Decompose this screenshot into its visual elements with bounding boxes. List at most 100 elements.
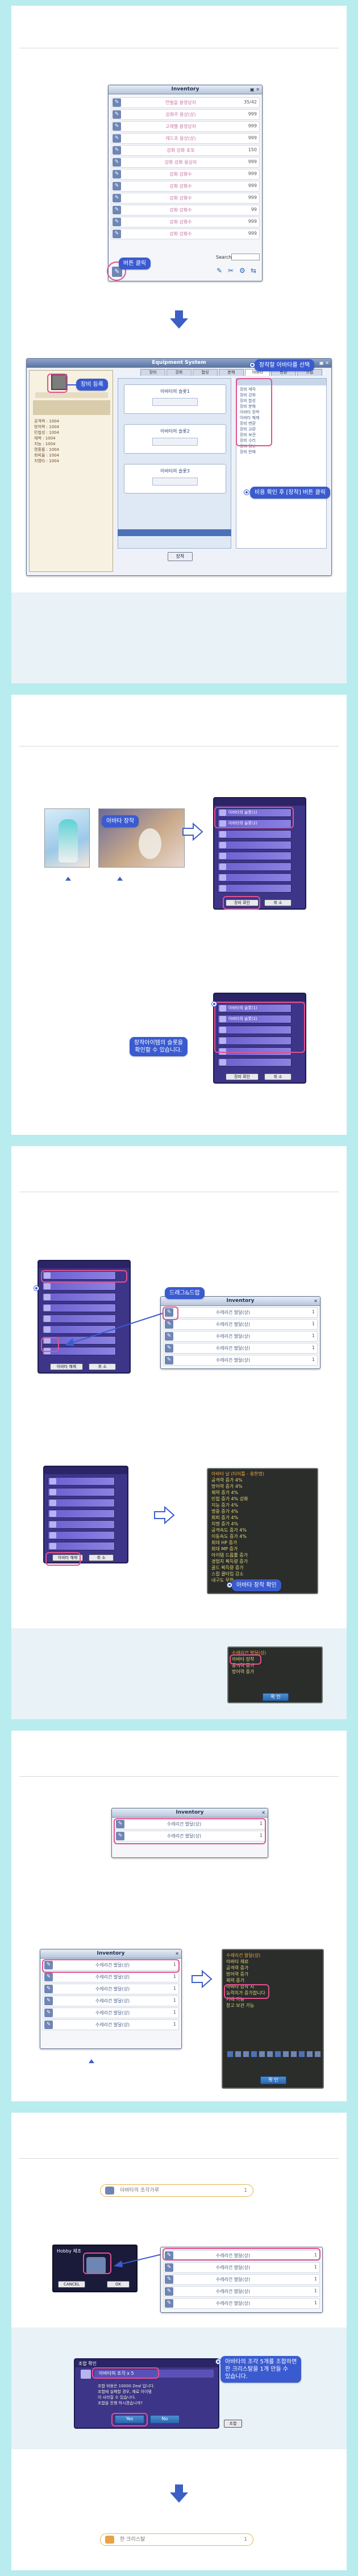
- list-entry[interactable]: 장비 보관: [240, 433, 256, 437]
- list-entry[interactable]: 아바타 해제: [240, 416, 260, 420]
- card-slot[interactable]: [218, 1026, 292, 1034]
- card-slot[interactable]: [218, 1036, 292, 1045]
- list-entry[interactable]: 장비 변환: [240, 421, 256, 426]
- card-slot[interactable]: [42, 1293, 116, 1301]
- inventory-item[interactable]: ✎수레리건 발달(상)1: [163, 1307, 318, 1318]
- card-slot[interactable]: [218, 830, 292, 839]
- equip-check-button[interactable]: 장비 확인: [226, 899, 259, 906]
- card-slot[interactable]: [48, 1520, 115, 1529]
- list-entry[interactable]: 장비 제작: [240, 387, 256, 392]
- yes-button[interactable]: Yes: [115, 2415, 144, 2424]
- card-slot[interactable]: [218, 1058, 292, 1067]
- equip-tab[interactable]: 강화: [166, 369, 192, 376]
- card-slot[interactable]: 아바타의 슬롯(1): [218, 1004, 292, 1013]
- card-slot[interactable]: [218, 852, 292, 860]
- card-slot[interactable]: [42, 1325, 116, 1334]
- inventory-item[interactable]: ✎수레리건 발달(상)1: [43, 1972, 179, 1982]
- list-entry[interactable]: 장비 분해: [240, 404, 256, 409]
- card-slot[interactable]: [42, 1314, 116, 1323]
- card-slot[interactable]: [48, 1531, 115, 1540]
- card-slot[interactable]: [218, 873, 292, 882]
- equip-tab[interactable]: 분해: [219, 369, 244, 376]
- release-button[interactable]: 아바타 해제: [52, 1554, 83, 1561]
- ok-button[interactable]: 확 인: [263, 1693, 289, 1701]
- equip-tab[interactable]: 장비: [140, 369, 165, 376]
- ok-button[interactable]: 확 인: [260, 2076, 286, 2084]
- inventory-item[interactable]: ✎수레리건 발달(상)1: [163, 1343, 318, 1354]
- tool-icon[interactable]: ⚙: [239, 267, 245, 275]
- close-icon[interactable]: ✕: [175, 1951, 179, 1956]
- card-slot[interactable]: [218, 884, 292, 893]
- card-slot[interactable]: 아바타의 슬롯(1): [218, 808, 292, 817]
- card-slot[interactable]: [218, 862, 292, 871]
- search-input[interactable]: [231, 254, 260, 260]
- cancel-button[interactable]: 취 소: [89, 1363, 116, 1370]
- list-entry[interactable]: 장비 판매: [240, 450, 256, 454]
- card-slot[interactable]: [42, 1304, 116, 1312]
- no-button[interactable]: No: [150, 2415, 180, 2424]
- combine-side-button[interactable]: 조합: [224, 2420, 242, 2428]
- list-entry[interactable]: 장비 수리: [240, 438, 256, 443]
- hobby-cancel-button[interactable]: CANCEL: [58, 2281, 85, 2288]
- equip-check-button[interactable]: 장비 확인: [226, 1073, 259, 1080]
- inventory-item[interactable]: ✎수레리건 발달(상)1: [43, 2007, 179, 2018]
- hobby-ok-button[interactable]: OK: [107, 2281, 130, 2288]
- inventory-item[interactable]: ✎수레리건 발달(상)1: [163, 2250, 320, 2261]
- cancel-button[interactable]: 취 소: [264, 899, 292, 906]
- card-slot[interactable]: [48, 1488, 115, 1496]
- equip-confirm-button[interactable]: 장착: [168, 552, 193, 561]
- tool-icon[interactable]: ✂: [228, 267, 234, 275]
- close-icon[interactable]: ✕: [261, 1810, 265, 1815]
- list-entry[interactable]: 장비 정보: [240, 444, 256, 449]
- card-slot[interactable]: [48, 1509, 115, 1518]
- list-entry[interactable]: 아바타 장착: [240, 410, 260, 414]
- card-slot[interactable]: [48, 1499, 115, 1507]
- inventory-item[interactable]: ✎수레리건 발달(상)1: [43, 1984, 179, 1994]
- avatar-slot[interactable]: 아바타의 슬롯3: [124, 464, 226, 493]
- card-slot[interactable]: 아바타의 슬롯(2): [218, 1015, 292, 1023]
- avatar-slot[interactable]: 아바타의 슬롯2: [124, 424, 226, 454]
- list-entry[interactable]: 장비 강화: [240, 393, 256, 397]
- inventory-item[interactable]: ✎수레리건 발달(상)1: [163, 1319, 318, 1330]
- tool-icon[interactable]: ✎: [217, 267, 223, 275]
- card-slot[interactable]: [218, 1047, 292, 1056]
- inventory-item[interactable]: ✎강화주 용상(상)999: [111, 109, 260, 120]
- inventory-item[interactable]: ✎수레리건 발달(상)1: [163, 2274, 320, 2285]
- close-icon[interactable]: ▣ ✕: [249, 87, 260, 92]
- tool-icon[interactable]: ⇆: [251, 267, 257, 275]
- list-entry[interactable]: 장비 교환: [240, 427, 256, 432]
- close-icon[interactable]: ▣ ✕: [319, 360, 329, 366]
- inventory-item[interactable]: ✎수레리건 발달(상)1: [43, 1996, 179, 2006]
- cancel-button[interactable]: 취 소: [89, 1554, 114, 1561]
- inventory-item[interactable]: ✎수레리건 발달(상)1: [43, 2019, 179, 2030]
- inventory-item[interactable]: ✎수레리건 발달(상)1: [163, 2262, 320, 2273]
- card-slot[interactable]: [218, 841, 292, 849]
- card-slot[interactable]: [48, 1477, 115, 1486]
- close-icon[interactable]: ✕: [314, 1299, 318, 1304]
- card-slot[interactable]: [42, 1282, 116, 1291]
- inventory-item[interactable]: ✎레드조 용상(상)999: [111, 133, 260, 144]
- inventory-item[interactable]: ✎수레리건 발달(상)1: [163, 1355, 318, 1366]
- inventory-item[interactable]: ✎수레리건 발달(상)1: [114, 1831, 265, 1841]
- inventory-item[interactable]: ✎수레리건 발달(상)1: [163, 2298, 320, 2309]
- cancel-button[interactable]: 취 소: [264, 1073, 292, 1080]
- item-name: 강화 강화 용상자: [164, 160, 197, 165]
- inventory-item[interactable]: ✎수레리건 발달(상)1: [163, 1331, 318, 1342]
- list-entry[interactable]: 장비 합성: [240, 399, 256, 403]
- card-slot[interactable]: [42, 1271, 116, 1280]
- equip-tab[interactable]: 합성: [193, 369, 218, 376]
- card-slot[interactable]: [48, 1542, 115, 1550]
- inventory-item[interactable]: ✎수레리건 발달(상)1: [163, 2286, 320, 2297]
- release-button[interactable]: 아바타 해제: [50, 1363, 83, 1370]
- avatar-slot[interactable]: 아바타의 슬롯1: [124, 384, 226, 414]
